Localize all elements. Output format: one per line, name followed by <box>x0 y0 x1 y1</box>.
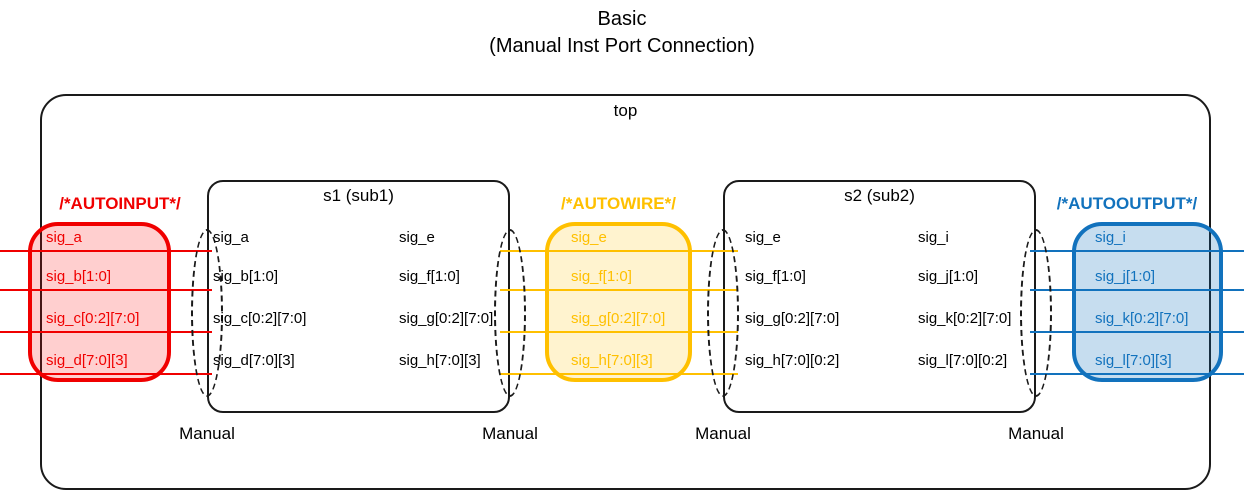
diagram-title-line2: (Manual Inst Port Connection) <box>489 35 755 57</box>
port-ellipse-s1-left <box>191 229 223 397</box>
autowire-signal: sig_f[1:0] <box>571 268 632 285</box>
manual-label-s1-left: Manual <box>179 424 235 443</box>
s2-left-port: sig_e <box>745 229 781 246</box>
autoinput-signal: sig_b[1:0] <box>46 268 112 285</box>
top-module-label: top <box>613 101 638 120</box>
s2-left-port: sig_h[7:0][0:2] <box>745 352 840 369</box>
s2-left-port: sig_f[1:0] <box>745 268 806 285</box>
autowire-signal: sig_g[0:2][7:0] <box>571 310 666 327</box>
autoinput-label: /*AUTOINPUT*/ <box>59 194 181 213</box>
s1-module-title: s1 (sub1) <box>323 186 394 205</box>
autoinput-signal: sig_d[7:0][3] <box>46 352 128 369</box>
wire-sig-f <box>500 289 738 291</box>
wire-sig-h <box>500 373 738 375</box>
autoinput-signal: sig_c[0:2][7:0] <box>46 310 140 327</box>
s2-right-port: sig_k[0:2][7:0] <box>918 310 1012 327</box>
s1-right-port: sig_g[0:2][7:0] <box>399 310 494 327</box>
s1-module-box <box>207 180 510 413</box>
autooutput-signal: sig_j[1:0] <box>1095 268 1156 285</box>
autoinput-block <box>28 222 171 382</box>
s2-right-port: sig_l[7:0][0:2] <box>918 352 1008 369</box>
s2-right-port: sig_i <box>918 229 949 246</box>
wire-sig-j <box>1030 289 1244 291</box>
autowire-label: /*AUTOWIRE*/ <box>561 194 676 213</box>
autowire-signal: sig_h[7:0][3] <box>571 352 653 369</box>
wire-sig-a <box>0 250 212 252</box>
manual-label-s2-right: Manual <box>1008 424 1064 443</box>
autooutput-signal: sig_i <box>1095 229 1126 246</box>
s2-module-title: s2 (sub2) <box>844 186 915 205</box>
wire-sig-d <box>0 373 212 375</box>
autooutput-signal: sig_l[7:0][3] <box>1095 352 1172 369</box>
wire-sig-e <box>500 250 738 252</box>
autoinput-signal: sig_a <box>46 229 82 246</box>
port-ellipse-s1-right <box>494 229 526 397</box>
manual-label-s1-right: Manual <box>482 424 538 443</box>
wire-sig-i <box>1030 250 1244 252</box>
wire-sig-k <box>1030 331 1244 333</box>
s1-left-port: sig_a <box>213 229 249 246</box>
s2-module-box <box>723 180 1036 413</box>
autooutput-block <box>1072 222 1223 382</box>
diagram-title-line1: Basic <box>597 8 647 30</box>
wire-sig-c <box>0 331 212 333</box>
autowire-block <box>545 222 692 382</box>
wire-sig-l <box>1030 373 1244 375</box>
s1-left-port: sig_c[0:2][7:0] <box>213 310 307 327</box>
s1-left-port: sig_b[1:0] <box>213 268 279 285</box>
wire-sig-g <box>500 331 738 333</box>
s1-left-port: sig_d[7:0][3] <box>213 352 295 369</box>
wire-sig-b <box>0 289 212 291</box>
s1-right-port: sig_h[7:0][3] <box>399 352 481 369</box>
autooutput-signal: sig_k[0:2][7:0] <box>1095 310 1189 327</box>
diagram-title: Basic (Manual Inst Port Connection) <box>0 6 1244 60</box>
port-ellipse-s2-left <box>707 229 739 397</box>
manual-label-s2-left: Manual <box>695 424 751 443</box>
port-ellipse-s2-right <box>1020 229 1052 397</box>
s1-right-port: sig_f[1:0] <box>399 268 460 285</box>
autooutput-label: /*AUTOOUTPUT*/ <box>1056 194 1198 213</box>
s2-right-port: sig_j[1:0] <box>918 268 979 285</box>
autowire-signal: sig_e <box>571 229 607 246</box>
s2-left-port: sig_g[0:2][7:0] <box>745 310 840 327</box>
s1-right-port: sig_e <box>399 229 435 246</box>
